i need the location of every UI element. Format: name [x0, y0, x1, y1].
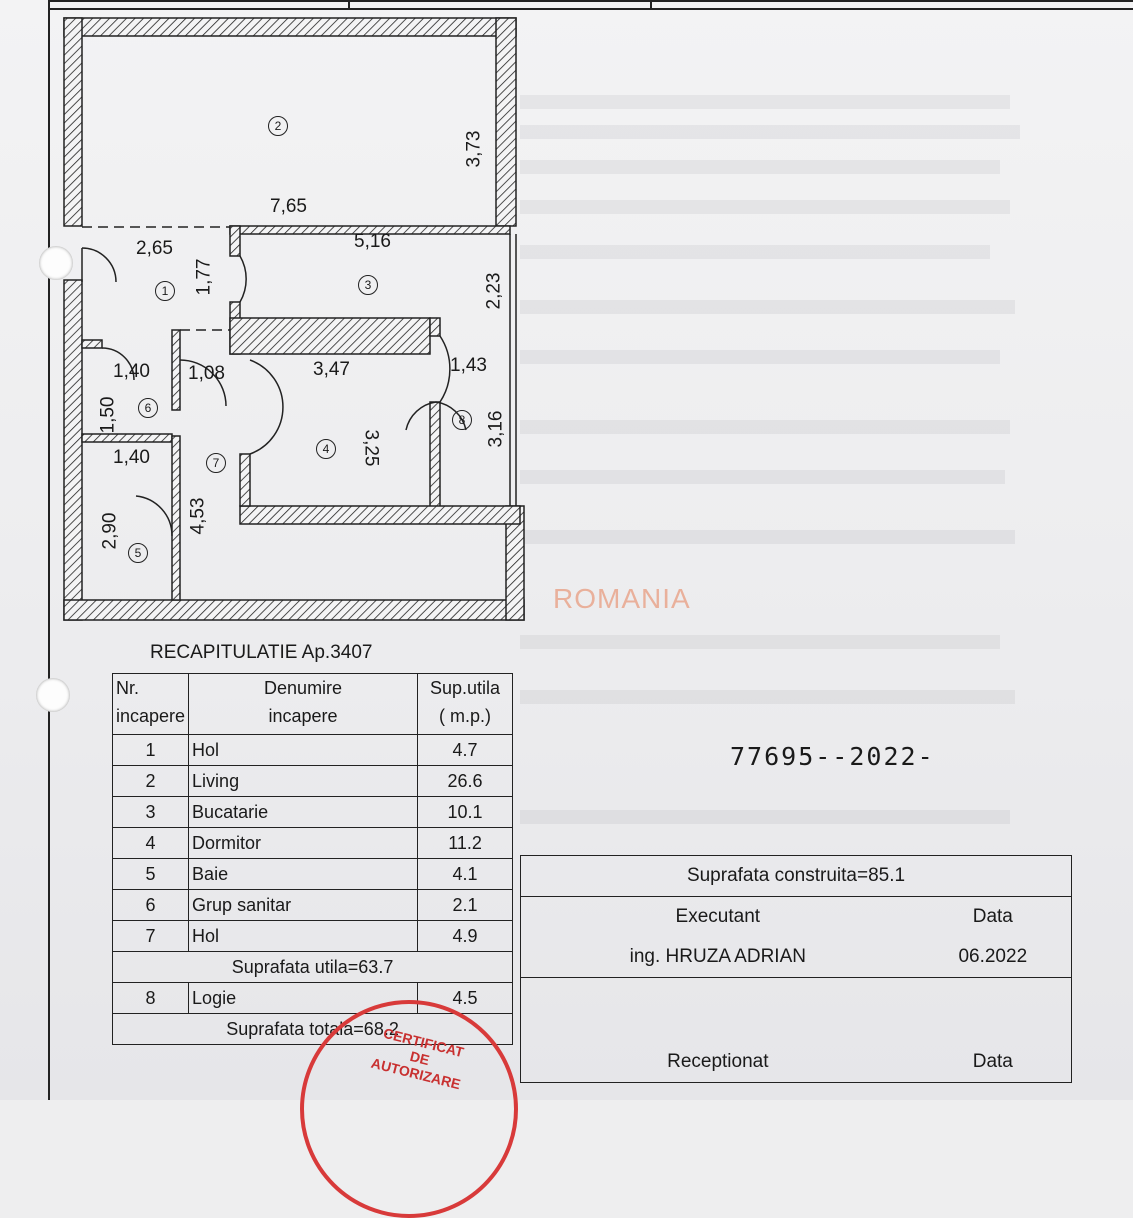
faint-text-line	[520, 690, 1015, 704]
useful-total-row: Suprafata utila=63.7	[111, 951, 514, 983]
row-nr: 1	[111, 734, 190, 766]
row-area: 11.2	[417, 827, 514, 859]
table-row: 5 Baie 4.1	[111, 858, 514, 890]
header-nr: Nr. incapere	[111, 673, 190, 735]
room-number: 7	[206, 453, 226, 473]
row-name: Hol	[188, 920, 419, 952]
table-row: 2 Living 26.6	[111, 765, 514, 797]
row-nr: 7	[111, 920, 190, 952]
faint-text-line	[520, 530, 1015, 544]
faint-text-line	[520, 300, 1015, 314]
binder-hole	[36, 678, 70, 712]
received-date-label: Data	[914, 1042, 1072, 1083]
dim-223: 2,23	[483, 272, 505, 310]
executant-date: 06.2022	[914, 937, 1072, 978]
dim-325: 3,25	[360, 429, 382, 467]
table-row: 3 Bucatarie 10.1	[111, 796, 514, 828]
row-name: Hol	[188, 734, 419, 766]
frame-divider	[650, 0, 652, 9]
row-name: Bucatarie	[188, 796, 419, 828]
executant-name: ing. HRUZA ADRIAN	[519, 937, 915, 978]
row-area: 4.9	[417, 920, 514, 952]
recap-header-row: Nr. incapere Denumire incapere Sup.utila…	[111, 673, 514, 735]
row-nr: 5	[111, 858, 190, 890]
frame-top-inner	[48, 8, 1133, 10]
faint-text-line	[520, 245, 990, 259]
row-nr: 4	[111, 827, 190, 859]
useful-total: Suprafata utila=63.7	[111, 951, 514, 983]
dim-150: 1,50	[97, 396, 119, 434]
row-nr: 3	[111, 796, 190, 828]
row-nr: 8	[111, 982, 190, 1014]
table-row: 4 Dormitor 11.2	[111, 827, 514, 859]
row-name: Grup sanitar	[188, 889, 419, 921]
table-row: 7 Hol 4.9	[111, 920, 514, 952]
walls	[63, 17, 525, 621]
dim-108: 1,08	[188, 363, 225, 384]
received-label: Receptionat	[519, 1042, 915, 1083]
dim-265: 2,65	[136, 238, 173, 259]
faint-text-line	[520, 200, 1010, 214]
row-area: 2.1	[417, 889, 514, 921]
dim-143: 1,43	[450, 355, 487, 376]
table-row: 1 Hol 4.7	[111, 734, 514, 766]
signature-table: Suprafata construita=85.1 Executant Data…	[519, 855, 1072, 1083]
registration-stamp: 77695--2022-	[730, 742, 935, 771]
executant-label: Executant	[519, 896, 915, 937]
dim-453: 4,53	[187, 497, 209, 535]
signature-space	[520, 977, 1072, 1042]
dim-516: 5,16	[354, 231, 391, 252]
row-area: 4.5	[417, 982, 514, 1014]
date-label: Data	[914, 896, 1072, 937]
room-number: 3	[358, 275, 378, 295]
frame-top	[48, 0, 1133, 2]
row-name: Dormitor	[188, 827, 419, 859]
dim-290: 2,90	[99, 512, 121, 550]
faint-text-line	[520, 470, 1005, 484]
row-name: Living	[188, 765, 419, 797]
header-name: Denumire incapere	[188, 673, 419, 735]
faint-text-line	[520, 160, 1000, 174]
watermark: ROMANIA	[553, 583, 691, 614]
faint-text-line	[520, 125, 1020, 139]
row-area: 26.6	[417, 765, 514, 797]
floor-plan	[63, 17, 525, 621]
dim-316: 3,16	[485, 410, 507, 448]
table-row: 6 Grup sanitar 2.1	[111, 889, 514, 921]
dim-373: 3,73	[463, 130, 485, 168]
built-area: Suprafata construita=85.1	[520, 855, 1072, 897]
faint-text-line	[520, 810, 1010, 824]
seal-text: CERTIFICAT DE AUTORIZARE	[369, 1024, 466, 1093]
authorization-seal: CERTIFICAT DE AUTORIZARE	[300, 1000, 518, 1218]
room-number: 2	[268, 116, 288, 136]
frame-left	[48, 0, 50, 1100]
faint-text-line	[520, 350, 1000, 364]
room-number: 4	[316, 439, 336, 459]
row-name: Baie	[188, 858, 419, 890]
row-area: 10.1	[417, 796, 514, 828]
dim-347: 3,47	[313, 359, 350, 380]
room-number: 6	[138, 398, 158, 418]
row-area: 4.1	[417, 858, 514, 890]
room-number: 8	[452, 410, 472, 430]
recap-table: Nr. incapere Denumire incapere Sup.utila…	[111, 673, 514, 1045]
recap-title: RECAPITULATIE Ap.3407	[150, 642, 373, 663]
dim-140-b: 1,40	[113, 447, 150, 468]
dim-765: 7,65	[270, 196, 307, 217]
binder-hole	[39, 246, 73, 280]
row-nr: 2	[111, 765, 190, 797]
row-area: 4.7	[417, 734, 514, 766]
faint-text-line	[520, 635, 1000, 649]
dim-140-a: 1,40	[113, 361, 150, 382]
faint-text-line	[520, 95, 1010, 109]
row-nr: 6	[111, 889, 190, 921]
room-number: 5	[128, 543, 148, 563]
frame-divider	[348, 0, 350, 9]
faint-text-line	[520, 420, 1010, 434]
dim-177: 1,77	[193, 258, 215, 296]
header-area: Sup.utila ( m.p.)	[417, 673, 514, 735]
room-number: 1	[155, 281, 175, 301]
